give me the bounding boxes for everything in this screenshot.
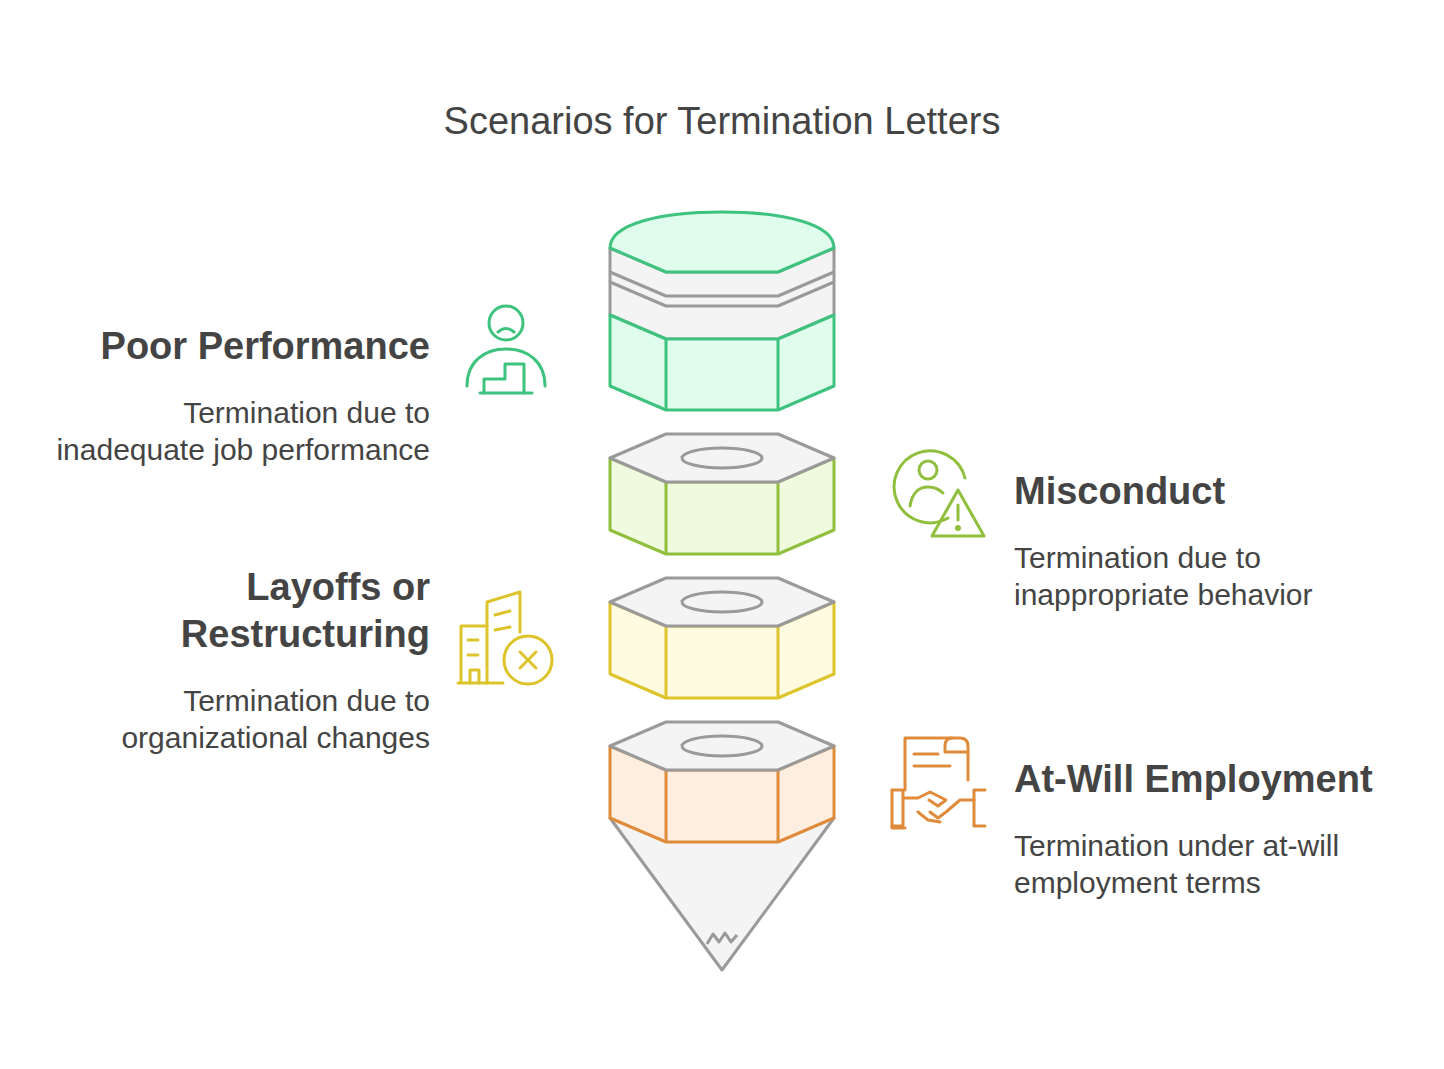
segment-top [610, 434, 834, 482]
scenario-node: Layoffs or RestructuringTermination due … [610, 578, 834, 698]
scenario-heading: Poor Performance [45, 323, 430, 370]
segment-hole [682, 448, 762, 468]
segment-outline [610, 578, 834, 698]
scenario-node: MisconductTermination due to inappropria… [610, 434, 834, 554]
pencil-segment [610, 578, 834, 698]
scenario-description: Termination due to inadequate job perfor… [45, 394, 430, 468]
eraser-cap [610, 212, 834, 272]
scenario-heading: At-Will Employment [1014, 756, 1399, 803]
segment-outline [610, 722, 834, 842]
band-line [610, 272, 834, 296]
scenario-description: Termination due to organizational change… [45, 682, 430, 756]
segment-edge [666, 339, 778, 410]
scenario-node: At-Will EmploymentTermination under at-w… [610, 722, 834, 842]
segment-hole [682, 592, 762, 612]
scenario-description: Termination due to inappropriate behavio… [1014, 539, 1399, 613]
band-line [610, 282, 834, 306]
segment-top [610, 722, 834, 770]
segment-edge [666, 626, 778, 698]
scenario-heading: Misconduct [1014, 468, 1399, 515]
scenario-node: Poor PerformanceTermination due to inade… [610, 212, 834, 410]
segment-hole [682, 736, 762, 756]
pencil-segment [610, 434, 834, 554]
agreement-icon [892, 738, 985, 828]
scenario-description: Termination under at-will employment ter… [1014, 827, 1399, 901]
pencil-segment [610, 722, 834, 842]
diagram-title: Scenarios for Termination Letters [0, 98, 1444, 144]
segment-outline [610, 212, 834, 410]
segment-edge [666, 770, 778, 842]
segment-outline [610, 434, 834, 554]
misconduct-icon [894, 451, 984, 536]
pencil-segment [610, 212, 834, 410]
segment-edge [666, 482, 778, 554]
performance-icon [467, 306, 545, 393]
scenario-heading: Layoffs or Restructuring [130, 564, 430, 658]
pencil-lead [707, 933, 737, 944]
segment-body [610, 315, 834, 410]
segment-top [610, 578, 834, 626]
layoffs-icon [458, 592, 552, 684]
